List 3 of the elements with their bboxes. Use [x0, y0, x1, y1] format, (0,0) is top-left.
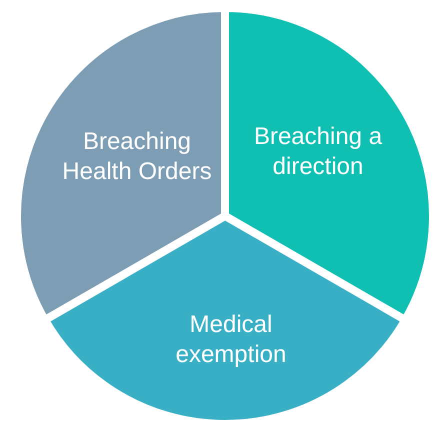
slice-label: Breaching Health Orders: [62, 127, 212, 187]
slice-label: Medical exemption: [174, 310, 288, 370]
slice-label: Breaching a direction: [252, 122, 384, 182]
